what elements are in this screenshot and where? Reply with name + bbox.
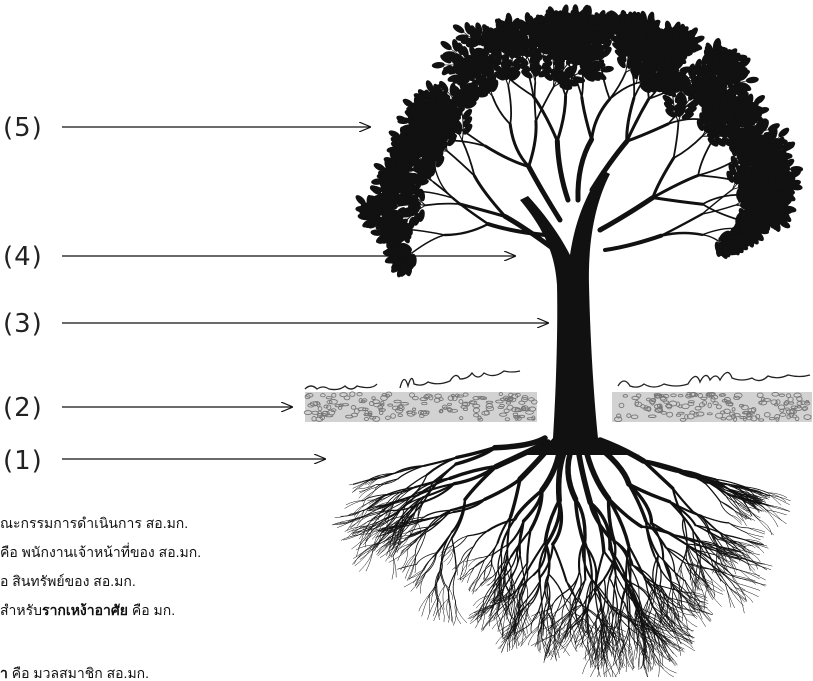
legend-line-4: สำหรับรากเหง้าอาศัย คือ มก. bbox=[0, 603, 175, 617]
label-1: (1) bbox=[3, 448, 43, 474]
legend-line-2: คือ พนักงานเจ้าหน้าที่ของ สอ.มก. bbox=[0, 545, 201, 559]
label-2: (2) bbox=[3, 395, 43, 421]
label-3: (3) bbox=[3, 311, 43, 337]
label-4: (4) bbox=[3, 244, 43, 270]
soil-layer-right bbox=[612, 372, 812, 422]
label-5: (5) bbox=[3, 115, 43, 141]
legend-line-1: ณะกรรมการดำเนินการ สอ.มก. bbox=[0, 516, 188, 530]
legend-line-5: า คือ มวลสมาชิก สอ.มก. bbox=[0, 666, 149, 680]
legend-line-3: อ สินทรัพย์ของ สอ.มก. bbox=[0, 574, 136, 588]
roots bbox=[332, 438, 790, 677]
soil-layer-left bbox=[304, 371, 537, 422]
